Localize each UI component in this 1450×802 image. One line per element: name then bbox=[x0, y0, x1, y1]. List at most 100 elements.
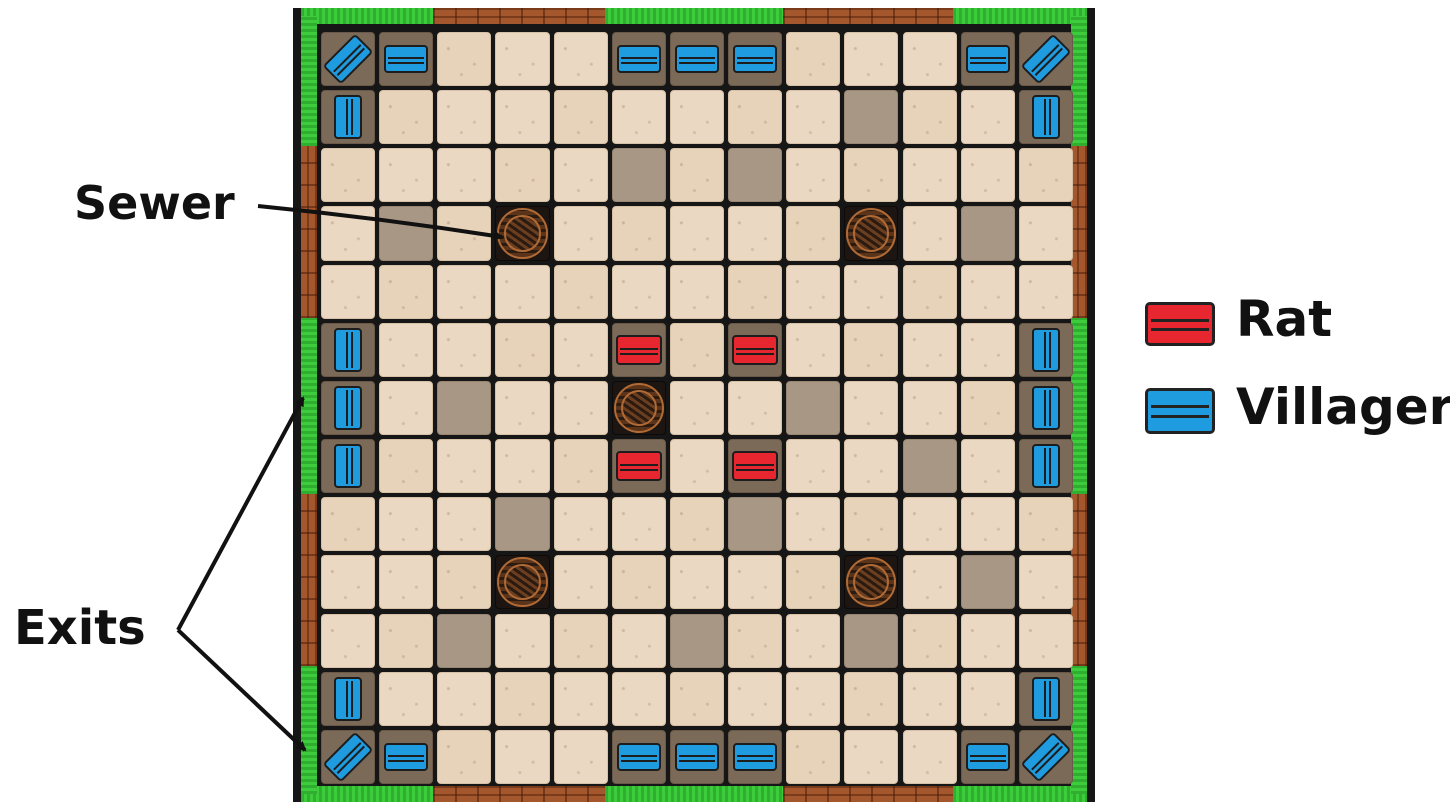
board-tile[interactable] bbox=[728, 148, 782, 202]
board-tile[interactable] bbox=[844, 614, 898, 668]
board-tile[interactable] bbox=[670, 265, 724, 319]
board-tile[interactable] bbox=[786, 206, 840, 260]
board-tile[interactable] bbox=[786, 439, 840, 493]
board-tile[interactable] bbox=[1019, 555, 1073, 609]
board-tile[interactable] bbox=[786, 555, 840, 609]
board-tile[interactable] bbox=[844, 439, 898, 493]
board-tile[interactable] bbox=[437, 90, 491, 144]
board-tile[interactable] bbox=[554, 497, 608, 551]
board-tile[interactable] bbox=[437, 614, 491, 668]
board-tile[interactable] bbox=[495, 381, 549, 435]
board-tile[interactable] bbox=[379, 206, 433, 260]
board-tile[interactable] bbox=[321, 497, 375, 551]
board-tile[interactable] bbox=[961, 614, 1015, 668]
board-tile[interactable] bbox=[903, 730, 957, 784]
board-tile[interactable] bbox=[495, 323, 549, 377]
board-tile[interactable] bbox=[670, 148, 724, 202]
board-tile[interactable] bbox=[1019, 148, 1073, 202]
board-tile[interactable] bbox=[903, 323, 957, 377]
board-tile[interactable] bbox=[844, 730, 898, 784]
board-tile[interactable] bbox=[612, 672, 666, 726]
board-tile[interactable] bbox=[728, 206, 782, 260]
board-tile[interactable] bbox=[670, 555, 724, 609]
board-tile[interactable] bbox=[903, 614, 957, 668]
rat-piece[interactable] bbox=[616, 335, 662, 365]
board-tile[interactable] bbox=[728, 555, 782, 609]
board-tile[interactable] bbox=[321, 265, 375, 319]
board-tile[interactable] bbox=[437, 32, 491, 86]
board-tile[interactable] bbox=[554, 32, 608, 86]
villager-piece[interactable] bbox=[334, 386, 362, 430]
board-tile[interactable] bbox=[612, 614, 666, 668]
board-tile[interactable] bbox=[670, 672, 724, 726]
villager-piece[interactable] bbox=[334, 444, 362, 488]
board-tile[interactable] bbox=[670, 497, 724, 551]
board-tile[interactable] bbox=[612, 497, 666, 551]
board-tile[interactable] bbox=[786, 265, 840, 319]
board-tile[interactable] bbox=[670, 206, 724, 260]
board-tile[interactable] bbox=[554, 90, 608, 144]
board-tile[interactable] bbox=[903, 32, 957, 86]
board-tile[interactable] bbox=[554, 206, 608, 260]
board-tile[interactable] bbox=[554, 555, 608, 609]
board-tile[interactable] bbox=[961, 497, 1015, 551]
board-tile[interactable] bbox=[554, 730, 608, 784]
board-tile[interactable] bbox=[554, 265, 608, 319]
board-tile[interactable] bbox=[437, 148, 491, 202]
board-tile[interactable] bbox=[961, 148, 1015, 202]
board-tile[interactable] bbox=[321, 555, 375, 609]
board-tile[interactable] bbox=[495, 32, 549, 86]
board-tile[interactable] bbox=[786, 90, 840, 144]
board-tile[interactable] bbox=[728, 90, 782, 144]
board-tile[interactable] bbox=[844, 381, 898, 435]
board-tile[interactable] bbox=[1019, 497, 1073, 551]
board-tile[interactable] bbox=[961, 206, 1015, 260]
villager-piece[interactable] bbox=[1032, 95, 1060, 139]
board-tile[interactable] bbox=[786, 672, 840, 726]
rat-piece[interactable] bbox=[616, 451, 662, 481]
board-tile[interactable] bbox=[844, 265, 898, 319]
board-tile[interactable] bbox=[437, 206, 491, 260]
villager-piece[interactable] bbox=[334, 677, 362, 721]
board-tile[interactable] bbox=[903, 497, 957, 551]
board-tile[interactable] bbox=[437, 439, 491, 493]
board-tile[interactable] bbox=[495, 614, 549, 668]
board-tile[interactable] bbox=[903, 672, 957, 726]
board-tile[interactable] bbox=[437, 323, 491, 377]
board-tile[interactable] bbox=[786, 32, 840, 86]
board-tile[interactable] bbox=[903, 90, 957, 144]
villager-piece[interactable] bbox=[966, 45, 1010, 73]
board-tile[interactable] bbox=[786, 730, 840, 784]
board-tile[interactable] bbox=[670, 90, 724, 144]
board-tile[interactable] bbox=[321, 206, 375, 260]
board-tile[interactable] bbox=[612, 265, 666, 319]
board-tile[interactable] bbox=[437, 381, 491, 435]
board-tile[interactable] bbox=[379, 439, 433, 493]
board-tile[interactable] bbox=[844, 148, 898, 202]
board-tile[interactable] bbox=[903, 555, 957, 609]
board-tile[interactable] bbox=[437, 497, 491, 551]
board-tile[interactable] bbox=[379, 555, 433, 609]
villager-piece[interactable] bbox=[966, 743, 1010, 771]
rat-piece[interactable] bbox=[732, 451, 778, 481]
board-tile[interactable] bbox=[961, 672, 1015, 726]
board-tile[interactable] bbox=[437, 672, 491, 726]
board-tile[interactable] bbox=[495, 148, 549, 202]
board-tile[interactable] bbox=[554, 148, 608, 202]
board-tile[interactable] bbox=[903, 265, 957, 319]
villager-piece[interactable] bbox=[334, 328, 362, 372]
villager-piece[interactable] bbox=[617, 45, 661, 73]
board-tile[interactable] bbox=[728, 614, 782, 668]
board-tile[interactable] bbox=[961, 439, 1015, 493]
board-tile[interactable] bbox=[495, 672, 549, 726]
board-tile[interactable] bbox=[554, 323, 608, 377]
villager-piece[interactable] bbox=[384, 45, 428, 73]
villager-piece[interactable] bbox=[617, 743, 661, 771]
board-tile[interactable] bbox=[670, 323, 724, 377]
board-tile[interactable] bbox=[379, 614, 433, 668]
villager-piece[interactable] bbox=[1032, 386, 1060, 430]
board-tile[interactable] bbox=[612, 555, 666, 609]
board-tile[interactable] bbox=[554, 614, 608, 668]
villager-piece[interactable] bbox=[384, 743, 428, 771]
villager-piece[interactable] bbox=[675, 45, 719, 73]
